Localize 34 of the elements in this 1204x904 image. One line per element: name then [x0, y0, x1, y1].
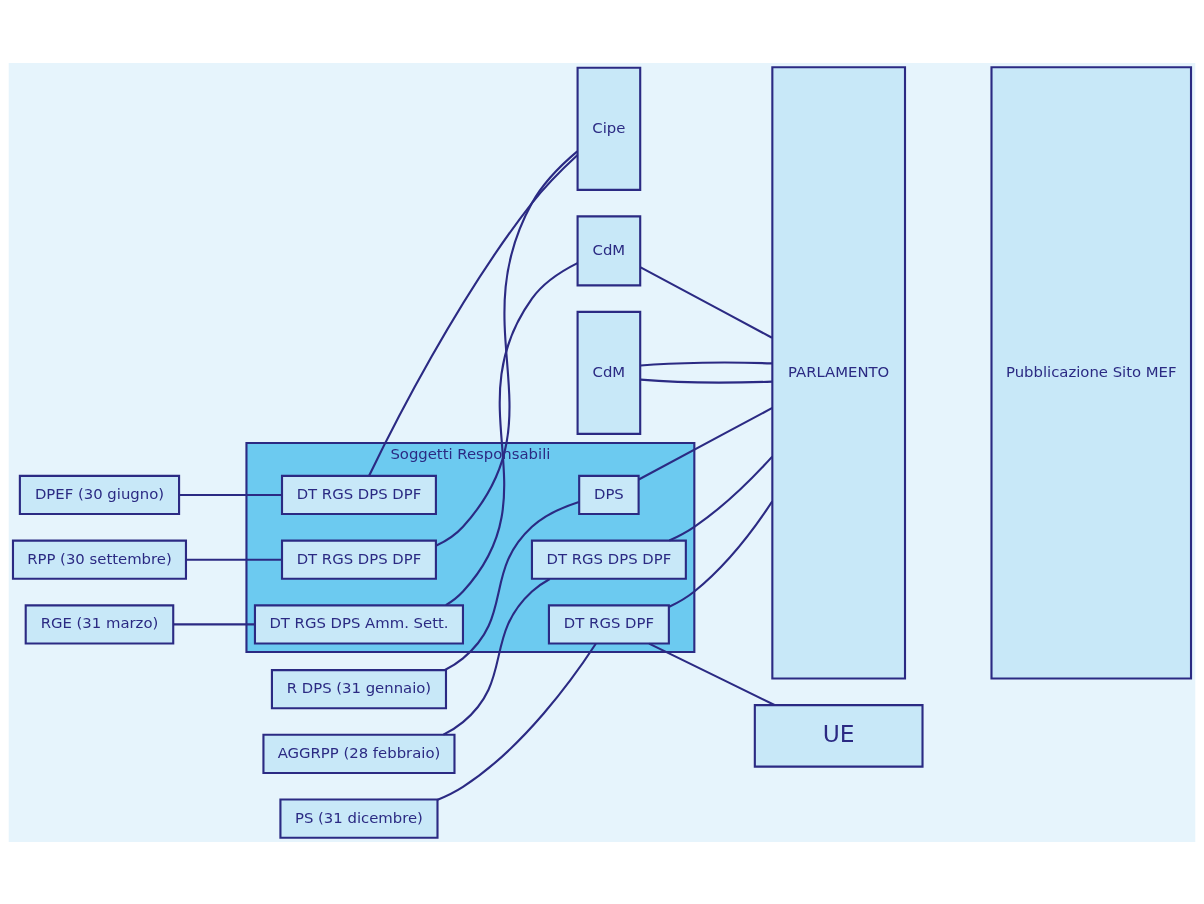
connector	[186, 558, 282, 561]
connector	[668, 455, 773, 541]
node-box: DT RGS DPS DPF	[280, 474, 437, 515]
node-box: CdM	[576, 214, 642, 286]
connector	[640, 361, 773, 367]
connector	[640, 378, 773, 383]
node-box: DT RGS DPS DPF	[280, 539, 437, 580]
connector	[640, 265, 773, 339]
node-box: RGE (31 marzo)	[24, 603, 175, 645]
node-box: R DPS (31 gennaio)	[270, 668, 448, 709]
node-box: RPP (30 settembre)	[11, 539, 188, 580]
node-box: PARLAMENTO	[771, 65, 907, 680]
connector	[173, 622, 255, 625]
node-box: Pubblicazione Sito MEF	[990, 65, 1193, 680]
node-box: DPS	[578, 474, 640, 515]
node-box: Cipe	[576, 66, 642, 191]
connector	[435, 150, 578, 547]
connector	[638, 406, 773, 480]
node-box: CdM	[576, 310, 642, 435]
connector	[668, 500, 774, 608]
connector	[648, 642, 775, 706]
connector	[445, 261, 578, 606]
node-box: UE	[753, 703, 924, 768]
node-box: DT RGS DPS DPF	[530, 539, 687, 580]
node-box: DT RGS DPF	[547, 603, 670, 645]
connector	[437, 642, 597, 801]
connector	[368, 153, 579, 476]
node-box: DPEF (30 giugno)	[18, 474, 181, 515]
connector	[442, 577, 551, 736]
node-box: PS (31 dicembre)	[279, 798, 439, 839]
connector	[444, 500, 580, 671]
connector	[179, 493, 282, 496]
node-box: AGGRPP (28 febbraio)	[262, 733, 456, 774]
node-box: DT RGS DPS Amm. Sett.	[253, 603, 465, 645]
